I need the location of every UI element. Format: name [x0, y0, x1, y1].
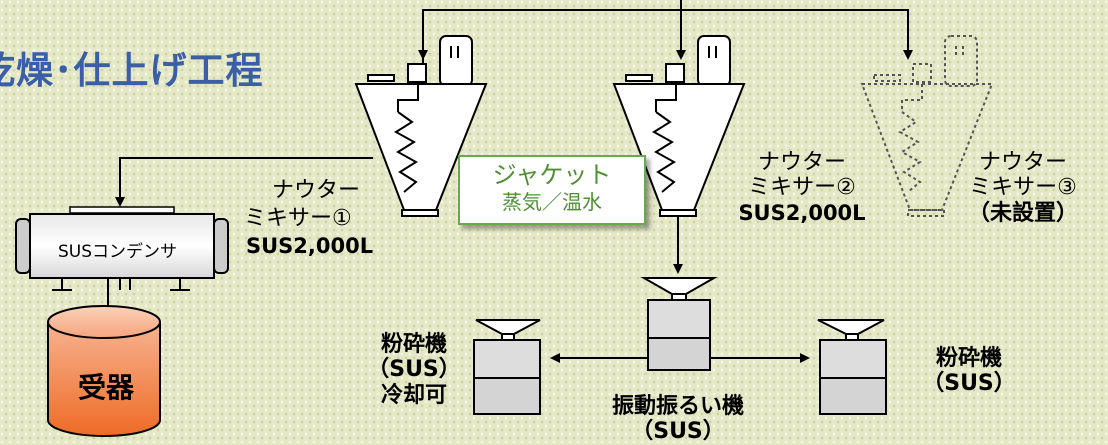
- crusher-left-line1: 粉砕機: [380, 332, 447, 357]
- crusher-left-shape: [473, 319, 541, 415]
- mixer2-label-line3: SUS2,000L: [738, 200, 866, 225]
- vapor-line: [115, 157, 373, 207]
- jacket-medium: 蒸気／温水: [502, 190, 602, 214]
- sus-condenser-shape: [15, 206, 229, 291]
- crusher-left-line2: （SUS）: [367, 357, 461, 383]
- mixer2-label-line2: ミキサー②: [748, 175, 856, 201]
- mixer1-label-2: ミキサー①: [244, 206, 352, 231]
- vibrating-screen-shape: [640, 277, 718, 371]
- receiver-tank: [47, 305, 161, 437]
- mixer2-label-line1: ナウター: [757, 150, 846, 175]
- condenser-label: SUSコンデンサ: [58, 242, 178, 262]
- crusher-left-line3: 冷却可: [380, 382, 447, 408]
- mixer1-label: ナウター: [272, 178, 360, 203]
- crusher-right-shape: [817, 319, 887, 415]
- mixer3-label-line1: ナウター: [978, 150, 1067, 175]
- mixer1-label-line2: ミキサー①: [244, 206, 352, 231]
- crusher-right-label: 粉砕機 （SUS）: [904, 346, 1034, 397]
- page-title: 乾燥･仕上げ工程: [0, 49, 264, 92]
- crusher-right-line1: 粉砕機: [935, 346, 1002, 371]
- screen-label: 振動振るい機 （SUS）: [588, 394, 768, 445]
- mixer3-label: ナウター ミキサー③ （未設置）: [958, 150, 1088, 226]
- nauta-mixer-1: [354, 35, 488, 217]
- mixer1-label-line1: ナウター: [272, 178, 361, 203]
- feed-header-pipe: [418, 0, 913, 82]
- jacket-title: ジャケット: [492, 161, 612, 189]
- mixer3-label-line3: （未設置）: [967, 200, 1078, 226]
- nauta-mixer-3-planned: [860, 35, 994, 217]
- mixer1-label-line3: SUS2,000L: [246, 234, 374, 258]
- crusher-right-line2: （SUS）: [922, 371, 1016, 397]
- mixer1-capacity: SUS2,000L: [246, 234, 373, 258]
- screen-label-line1: 振動振るい機: [611, 394, 744, 419]
- jacket-callout: ジャケット 蒸気／温水: [458, 155, 646, 225]
- mixer2-label: ナウター ミキサー② SUS2,000L: [732, 150, 872, 225]
- receiver-label: 受器: [78, 371, 135, 404]
- nauta-mixer-2: [612, 35, 746, 217]
- mixer3-label-line2: ミキサー③: [969, 175, 1077, 201]
- screen-label-line2: （SUS）: [631, 419, 725, 445]
- crusher-left-label: 粉砕機 （SUS） 冷却可: [366, 332, 462, 408]
